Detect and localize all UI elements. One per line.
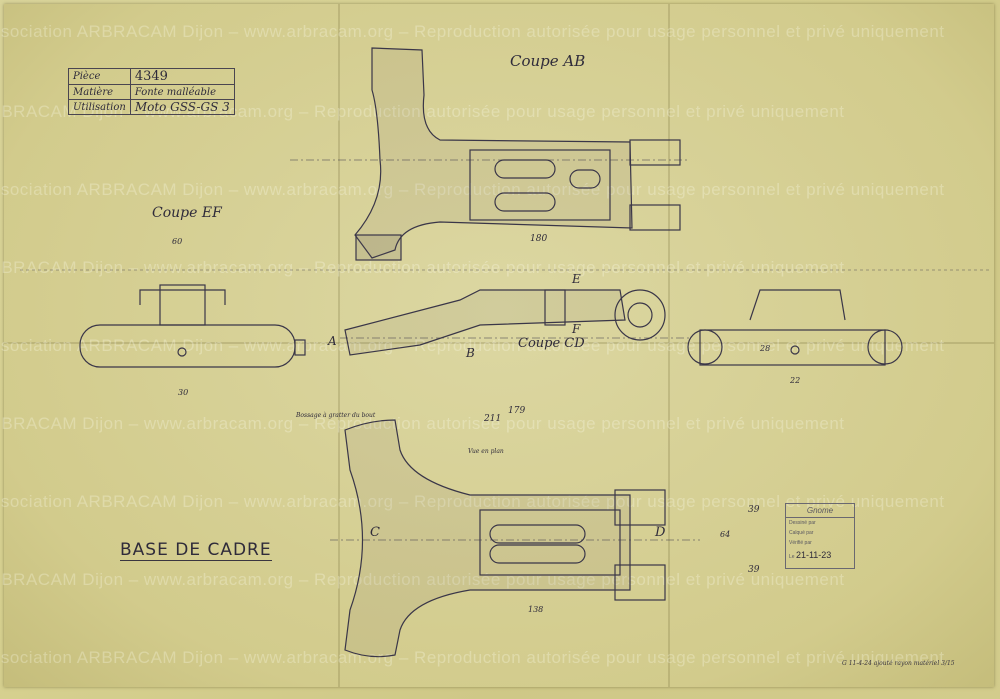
cut-letter-a: A [328,334,337,348]
watermark-text: Association ARBRACAM Dijon – www.arbraca… [0,492,945,511]
coupe-ab-view [290,47,690,261]
cut-letter-b: B [466,346,475,360]
dimension-28: 28 [760,344,771,353]
dimension-180: 180 [530,234,548,244]
watermark-text: Association ARBRACAM Dijon – www.arbraca… [0,22,945,41]
annotation-bossage: Bossage à gratter du bout [296,412,376,419]
approval-stamp: Gnome Dessiné par Calqué par Vérifié par… [785,503,855,569]
cut-letter-f: F [572,322,581,336]
stamp-brand: Gnome [786,504,854,518]
piece-label: Pièce [68,68,131,85]
stamp-traced-by: Calqué par [789,530,814,536]
dimension-60: 60 [172,237,183,246]
dimension-30: 30 [178,388,189,397]
cut-letter-c: C [370,525,380,540]
piece-number: 4349 [129,68,235,85]
plan-view [330,419,700,658]
watermark-text: Association ARBRACAM Dijon – www.arbraca… [0,648,945,667]
dimension-39: 39 [748,565,760,575]
cut-letter-d: D [655,525,666,540]
stamp-date-label: Le [789,554,795,560]
end-view [687,289,903,366]
dimension-179: 179 [508,406,526,416]
dimension-64: 64 [720,530,731,539]
annotation-vue-en-plan: Vue en plan [468,448,504,455]
dimension-39: 39 [748,505,760,515]
watermark-text: Association ARBRACAM Dijon – www.arbraca… [0,336,945,355]
fold-line [4,342,994,344]
watermark-text: Association ARBRACAM Dijon – www.arbraca… [0,570,845,589]
fold-line [338,4,340,687]
stamp-drawn-by: Dessiné par [789,520,816,526]
watermark-text: Association ARBRACAM Dijon – www.arbraca… [0,180,945,199]
dimension-138: 138 [528,605,544,614]
dimension-211: 211 [484,414,502,424]
drawing-title: BASE DE CADRE [120,540,272,561]
usage-label: Utilisation [68,99,131,115]
cut-letter-e: E [572,272,581,286]
paper [4,4,994,687]
watermark-text: Association ARBRACAM Dijon – www.arbraca… [0,258,845,277]
fold-line [668,4,670,687]
coupe-ef-view [79,284,306,368]
stamp-checked-by: Vérifié par [789,540,812,546]
coupe-cd-view [340,289,690,356]
section-label-cd: Coupe CD [518,336,585,351]
margin-note: G 11-4-24 ajouté rayon matériel 3/15 [842,660,955,667]
material-value: Fonte malléable [129,84,235,100]
section-label-ef: Coupe EF [152,205,222,221]
stamp-date: 21-11-23 [795,550,832,560]
usage-value: Moto GSS-GS 3 [129,99,235,115]
dimension-22: 22 [790,376,801,385]
section-label-ab: Coupe AB [510,52,586,70]
watermark-text: Association ARBRACAM Dijon – www.arbraca… [0,414,845,433]
material-label: Matière [68,84,131,100]
